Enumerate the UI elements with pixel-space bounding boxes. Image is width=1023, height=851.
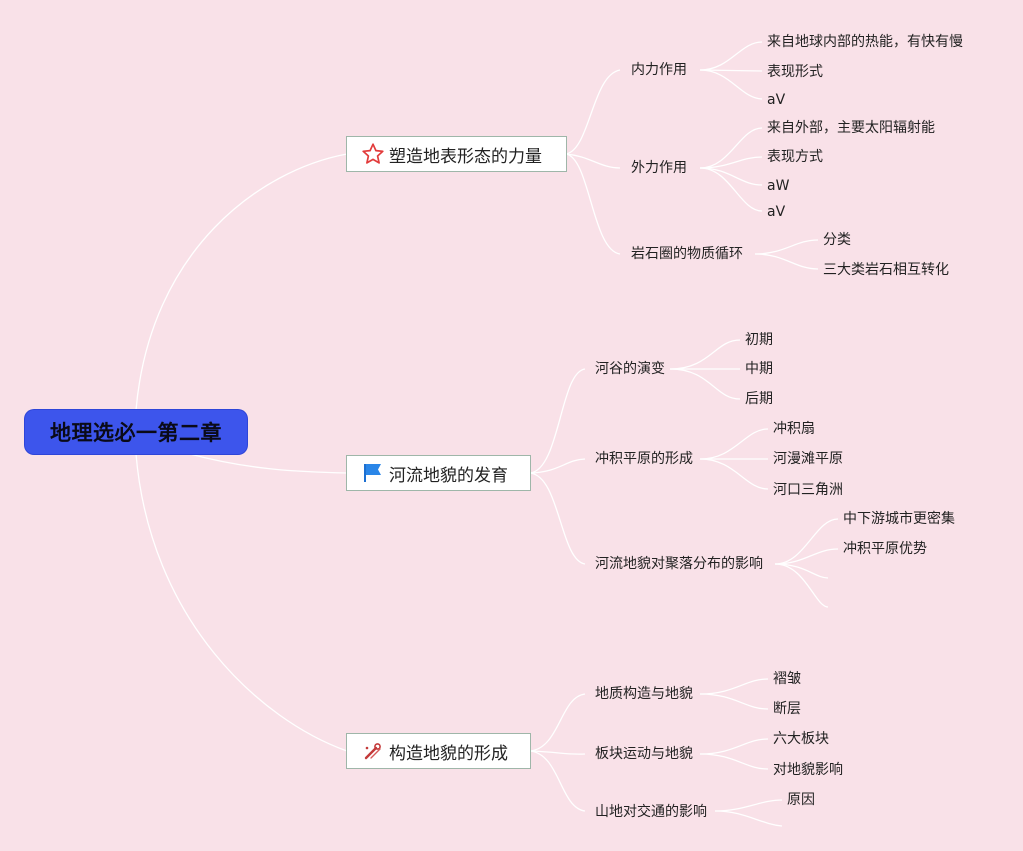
link-b0-s0-l1: [699, 69, 763, 72]
branch-1-topic[interactable]: 河流地貌的发育: [346, 455, 531, 491]
link-b1-s0-l0: [669, 339, 741, 370]
link-b0-s0: [565, 69, 621, 155]
link-b1-s1-l2: [699, 458, 769, 490]
link-b2-s1-l0: [699, 738, 769, 755]
subtopic[interactable]: 外力作用: [631, 160, 687, 176]
branch-1-label: 河流地貌的发育: [389, 465, 508, 486]
leaf-topic[interactable]: 六大板块: [773, 731, 829, 747]
branch-0-topic[interactable]: 塑造地表形态的力量: [346, 136, 567, 172]
link-b2-s0: [529, 693, 586, 752]
link-b2-s0-l1: [699, 693, 769, 710]
link-root-b0: [135, 153, 348, 411]
link-b2-s1: [529, 750, 586, 755]
link-b1-s0: [529, 368, 586, 474]
branch-2-label: 构造地貌的形成: [389, 743, 508, 764]
link-b0-s2: [565, 153, 621, 255]
leaf-topic[interactable]: 河漫滩平原: [773, 451, 843, 467]
link-root-b2: [135, 453, 348, 752]
leaf-topic[interactable]: 初期: [745, 332, 773, 348]
subtopic[interactable]: 岩石圈的物质循环: [631, 246, 743, 262]
tools-icon: [361, 739, 385, 763]
subtopic[interactable]: 河谷的演变: [595, 361, 665, 377]
leaf-topic[interactable]: 河口三角洲: [773, 482, 843, 498]
link-b0-s1-l1: [699, 156, 763, 169]
leaf-topic[interactable]: 断层: [773, 701, 801, 717]
leaf-topic[interactable]: 冲积平原优势: [843, 541, 927, 557]
leaf-topic[interactable]: 中期: [745, 361, 773, 377]
leaf-topic[interactable]: 来自外部，主要太阳辐射能: [767, 120, 935, 136]
leaf-topic[interactable]: 中下游城市更密集: [843, 511, 955, 527]
link-b0-s1-l2: [699, 167, 763, 186]
leaf-topic[interactable]: 原因: [787, 792, 815, 808]
link-b0-s1-l3: [699, 167, 763, 212]
star-icon: [361, 142, 385, 166]
link-b2-s1-l1: [699, 753, 769, 770]
subtopic[interactable]: 内力作用: [631, 62, 687, 78]
root-topic[interactable]: 地理选必一第二章: [25, 410, 247, 454]
leaf-topic[interactable]: aV: [767, 92, 786, 108]
subtopic[interactable]: 冲积平原的形成: [595, 451, 693, 467]
leaf-topic[interactable]: 表现方式: [767, 149, 823, 165]
leaf-topic[interactable]: 来自地球内部的热能，有快有慢: [767, 34, 963, 50]
link-b1-s0-l2: [669, 368, 741, 400]
link-root-b1: [189, 453, 348, 474]
link-b2-s0-l0: [699, 678, 769, 695]
link-b1-s2: [529, 472, 586, 565]
link-b2-s2: [529, 750, 586, 812]
branch-0-label: 塑造地表形态的力量: [389, 146, 542, 167]
link-b1-s2-l3: [774, 563, 829, 608]
link-b0-s2-l0: [754, 239, 819, 255]
link-b2-s2-l1: [714, 810, 783, 827]
link-b2-s2-l0: [714, 799, 783, 812]
link-b0-s1: [565, 153, 621, 169]
link-b0-s0-l0: [699, 41, 763, 71]
link-b1-s1-l0: [699, 428, 769, 460]
flag-icon: [361, 461, 385, 485]
leaf-topic[interactable]: 三大类岩石相互转化: [823, 262, 949, 278]
link-b0-s0-l2: [699, 69, 763, 100]
link-b1-s2-l2: [774, 563, 829, 579]
subtopic[interactable]: 河流地貌对聚落分布的影响: [595, 556, 763, 572]
subtopic[interactable]: 山地对交通的影响: [595, 804, 707, 820]
leaf-topic[interactable]: 后期: [745, 391, 773, 407]
link-b0-s1-l0: [699, 127, 763, 169]
leaf-topic[interactable]: 对地貌影响: [773, 762, 843, 778]
link-b1-s2-l1: [774, 548, 839, 565]
branch-2-topic[interactable]: 构造地貌的形成: [346, 733, 531, 769]
leaf-topic[interactable]: aW: [767, 178, 790, 194]
link-b1-s2-l0: [774, 518, 839, 565]
leaf-topic[interactable]: aV: [767, 204, 786, 220]
leaf-topic[interactable]: 褶皱: [773, 671, 801, 687]
subtopic[interactable]: 地质构造与地貌: [595, 686, 693, 702]
leaf-topic[interactable]: 分类: [823, 232, 851, 248]
link-b1-s1: [529, 458, 586, 474]
link-b0-s2-l1: [754, 253, 819, 270]
leaf-topic[interactable]: 冲积扇: [773, 421, 815, 437]
subtopic[interactable]: 板块运动与地貌: [595, 746, 693, 762]
leaf-topic[interactable]: 表现形式: [767, 64, 823, 80]
